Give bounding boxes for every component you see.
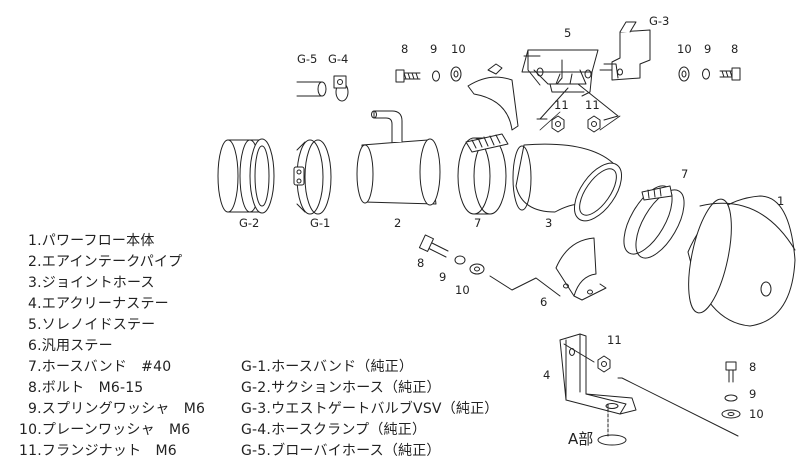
label-part-8-c: 8 — [417, 256, 425, 270]
legend-text: ホースクランプ（純正） — [271, 422, 427, 438]
general-stay — [555, 237, 607, 301]
suction-hose-g2 — [217, 138, 275, 214]
bolt-washers-bottom-right — [721, 361, 741, 419]
label-part-8-d: 8 — [749, 360, 757, 374]
legend-item-6: 6.汎用ステー — [28, 338, 113, 355]
hose-band-7-left — [457, 133, 509, 215]
legend-text: パワーフロー本体 — [41, 233, 155, 249]
legend-marker: G-2. — [241, 380, 272, 396]
label-part-7-left: 7 — [474, 216, 482, 230]
legend-text: スプリングワッシャ M6 — [41, 401, 206, 417]
legend-text: エアクリーナステー — [41, 296, 169, 312]
legend-marker: 10. — [19, 422, 42, 438]
label-part-10-d: 10 — [749, 407, 764, 421]
legend-item-g3: G-3.ウエストゲートバルブVSV（純正） — [241, 401, 499, 418]
legend-item-1: 1.パワーフロー本体 — [28, 233, 155, 250]
hose-band-7-right — [623, 185, 685, 259]
legend-marker: 7. — [28, 359, 42, 375]
legend-marker: G-3. — [241, 401, 272, 417]
legend-item-g2: G-2.サクションホース（純正） — [241, 380, 441, 397]
label-part-9-a: 9 — [430, 42, 438, 56]
label-g-4: G-4 — [328, 52, 349, 66]
label-part-6: 6 — [540, 295, 548, 309]
blowby-hose-g5 — [296, 75, 349, 102]
legend-item-9: 9.スプリングワッシャ M6 — [28, 401, 205, 418]
wastegate-vsv-g3 — [603, 21, 651, 81]
label-g-5: G-5 — [297, 52, 318, 66]
label-g-1: G-1 — [310, 216, 331, 230]
hose-band-g1 — [293, 139, 332, 215]
label-part-7-right: 7 — [681, 167, 689, 181]
legend-item-4: 4.エアクリーナステー — [28, 296, 169, 313]
legend-marker: 1. — [28, 233, 42, 249]
legend-item-g1: G-1.ホースバンド（純正） — [241, 359, 413, 376]
legend-item-10: 10.プレーンワッシャ M6 — [19, 422, 190, 439]
legend-text: エアインテークパイプ — [41, 254, 183, 270]
legend-marker: 11. — [19, 443, 42, 459]
legend-item-11: 11.フランジナット M6 — [19, 443, 177, 460]
label-g-2: G-2 — [239, 216, 260, 230]
flange-nuts-11-top — [536, 59, 619, 133]
legend-text: ホースバンド（純正） — [271, 359, 414, 375]
legend-marker: 8. — [28, 380, 42, 396]
legend-item-g4: G-4.ホースクランプ（純正） — [241, 422, 426, 439]
legend-text: ブローバイホース（純正） — [271, 443, 441, 459]
label-part-11-a: 11 — [554, 98, 569, 112]
label-g-3: G-3 — [649, 14, 670, 28]
legend-text: サクションホース（純正） — [271, 380, 441, 396]
bolt-washers-top-right — [678, 66, 741, 82]
legend-text: プレーンワッシャ M6 — [41, 422, 191, 438]
power-flow-body — [687, 195, 796, 327]
label-part-5: 5 — [564, 26, 572, 40]
solenoid-stay — [521, 49, 599, 97]
label-part-10-b: 10 — [677, 42, 692, 56]
label-part-1: 1 — [777, 194, 785, 208]
air-intake-pipe — [356, 110, 441, 206]
legend-marker: 2. — [28, 254, 42, 270]
label-part-9-c: 9 — [439, 270, 447, 284]
legend-text: ソレノイドステー — [41, 317, 156, 333]
legend-marker: G-5. — [241, 443, 272, 459]
legend-text: 汎用ステー — [41, 338, 113, 354]
legend-marker: G-4. — [241, 422, 272, 438]
legend-marker: 5. — [28, 317, 42, 333]
air-cleaner-stay — [559, 333, 739, 446]
legend-marker: 9. — [28, 401, 42, 417]
label-part-4: 4 — [543, 368, 551, 382]
curved-clamp-bracket — [467, 63, 519, 131]
legend-item-7: 7.ホースバンド #40 — [28, 359, 171, 376]
bolt-washers-top-left — [395, 66, 462, 83]
legend-item-2: 2.エアインテークパイプ — [28, 254, 182, 271]
legend-marker: 6. — [28, 338, 42, 354]
legend-item-8: 8.ボルト M6-15 — [28, 380, 143, 397]
legend-marker: 4. — [28, 296, 42, 312]
detail-a-label: A部 — [568, 430, 594, 448]
legend-text: フランジナット M6 — [41, 443, 177, 459]
legend-text: ウエストゲートバルブVSV（純正） — [271, 401, 499, 417]
legend-item-g5: G-5.ブローバイホース（純正） — [241, 443, 441, 460]
joint-hose — [512, 143, 622, 222]
legend-marker: 3. — [28, 275, 42, 291]
label-part-3: 3 — [545, 216, 553, 230]
label-part-10-c: 10 — [455, 283, 470, 297]
label-part-9-b: 9 — [704, 42, 712, 56]
legend-item-3: 3.ジョイントホース — [28, 275, 155, 292]
label-part-8-a: 8 — [401, 42, 409, 56]
label-part-11-c: 11 — [607, 333, 622, 347]
bolt-washers-middle — [418, 234, 561, 297]
label-part-11-b: 11 — [585, 98, 600, 112]
label-part-9-d: 9 — [749, 387, 757, 401]
legend-text: ジョイントホース — [41, 275, 155, 291]
legend-text: ボルト M6-15 — [41, 380, 144, 396]
legend-text: ホースバンド #40 — [41, 359, 172, 375]
label-part-2: 2 — [394, 216, 402, 230]
legend-marker: G-1. — [241, 359, 272, 375]
label-part-10-a: 10 — [451, 42, 466, 56]
label-part-8-b: 8 — [731, 42, 739, 56]
legend-item-5: 5.ソレノイドステー — [28, 317, 155, 334]
